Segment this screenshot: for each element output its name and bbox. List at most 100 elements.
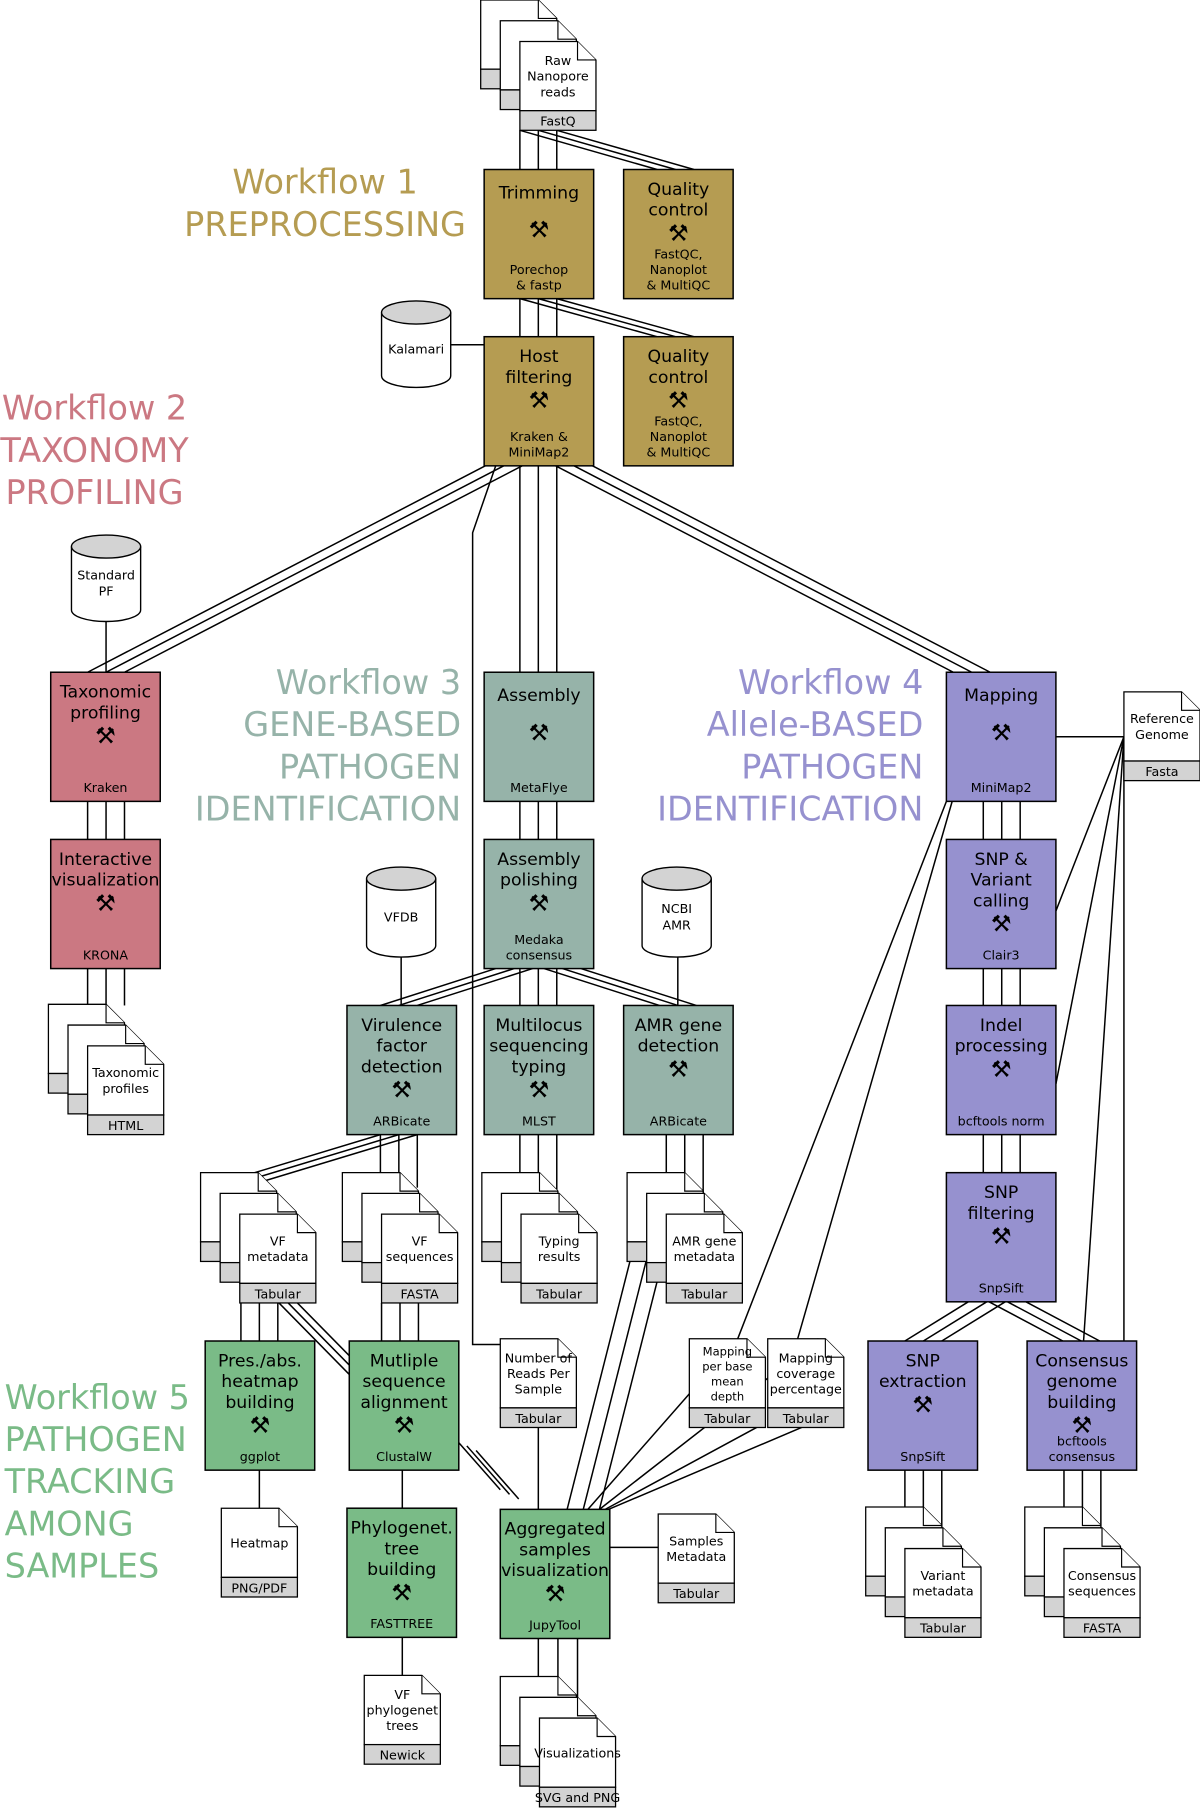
step-title-line: building	[225, 1393, 294, 1413]
step-title-line: filtering	[505, 368, 572, 388]
step-title-line: Mapping	[964, 686, 1038, 706]
document-format: HTML	[108, 1118, 143, 1133]
step-title-line: Quality	[648, 347, 710, 367]
step-assembly: Assembly⚒MetaFlye	[483, 671, 595, 803]
document-label: percentage	[770, 1381, 842, 1396]
document-format: Tabular	[680, 1286, 728, 1301]
document-label: per base	[702, 1359, 752, 1373]
step-tool-line: ggplot	[240, 1449, 280, 1464]
wrench-screwdriver-icon: ⚒	[991, 1057, 1012, 1083]
step-trimming: Trimming⚒Porechop& fastp	[483, 168, 595, 300]
workflow-title-line: AMONG	[5, 1504, 134, 1543]
document-label: Sample	[515, 1381, 563, 1396]
document-label: VF	[270, 1234, 286, 1249]
step-tool-line: & MultiQC	[647, 445, 711, 460]
step-title-line: Mutliple	[370, 1351, 439, 1371]
document-label: sequences	[386, 1249, 454, 1264]
step-tool-line: bcftools	[1057, 1433, 1107, 1448]
document-label: Taxonomic	[91, 1065, 159, 1080]
step-tool-line: FastQC,	[654, 246, 702, 261]
step-title-line: Interactive	[59, 850, 152, 870]
step-title-line: Taxonomic	[59, 683, 151, 703]
document-format: FASTA	[1083, 1621, 1122, 1636]
step-title-line: Aggregated	[505, 1520, 606, 1540]
step-title-line: Pres./abs.	[218, 1351, 302, 1371]
wrench-screwdriver-icon: ⚒	[250, 1413, 271, 1439]
workflow-title-line: GENE-BASED	[243, 705, 461, 744]
step-title-line: typing	[512, 1057, 567, 1077]
step-title-line: Consensus	[1035, 1351, 1128, 1371]
step-consensus-genome-building: Consensusgenomebuilding⚒bcftoolsconsensu…	[1026, 1340, 1138, 1471]
step-title-line: Virulence	[361, 1016, 442, 1036]
step-tool-line: ARBicate	[650, 1113, 707, 1128]
document-label: metadata	[247, 1249, 308, 1264]
step-title-line: Assembly	[497, 686, 580, 706]
workflow-title-wf4: Workflow 4Allele-BASEDPATHOGENIDENTIFICA…	[657, 663, 923, 828]
document-label: trees	[386, 1718, 418, 1733]
step-title-line: profiling	[70, 703, 141, 723]
workflow-title-line: Workflow 5	[5, 1378, 190, 1417]
database-kalamari: Kalamari	[380, 300, 452, 389]
database-label: Standard	[77, 567, 135, 582]
step-title-line: tree	[384, 1539, 419, 1559]
workflow-title-line: PATHOGEN	[741, 747, 923, 786]
step-title-line: Indel	[980, 1016, 1022, 1036]
document-label: Mapping	[779, 1350, 833, 1365]
wrench-screwdriver-icon: ⚒	[668, 1057, 689, 1083]
step-tool-line: Medaka	[514, 932, 563, 947]
document-format: SVG and PNG	[535, 1790, 620, 1805]
workflow-title-line: TAXONOMY	[0, 431, 189, 470]
document-label: AMR gene	[672, 1234, 736, 1249]
document-format: Tabular	[514, 1411, 562, 1426]
step-title-line: heatmap	[221, 1372, 298, 1392]
document-format: FastQ	[540, 114, 575, 129]
database-label: PF	[99, 584, 114, 599]
document-format: PNG/PDF	[231, 1580, 287, 1595]
step-tool-line: MiniMap2	[971, 780, 1032, 795]
document-label: profiles	[102, 1081, 149, 1096]
step-title-line: AMR gene	[635, 1016, 722, 1036]
document-label: metadata	[674, 1249, 735, 1264]
step-title-line: factor	[376, 1037, 428, 1057]
workflow-title-line: IDENTIFICATION	[657, 789, 923, 828]
step-title-line: extraction	[879, 1372, 967, 1392]
step-tool-line: KRONA	[83, 947, 129, 962]
document-format: Newick	[380, 1748, 426, 1763]
step-title-line: Quality	[648, 180, 710, 200]
document-format: Tabular	[782, 1411, 830, 1426]
wrench-screwdriver-icon: ⚒	[991, 1224, 1012, 1250]
step-title-line: processing	[955, 1037, 1048, 1057]
step-tool-line: ARBicate	[373, 1113, 430, 1128]
wrench-screwdriver-icon: ⚒	[668, 221, 689, 247]
database-label: Kalamari	[388, 341, 444, 356]
step-title-line: sequencing	[489, 1037, 588, 1057]
step-title-line: Assembly	[497, 850, 580, 870]
step-tool-line: MLST	[522, 1113, 556, 1128]
document-label: Samples	[669, 1533, 723, 1548]
document-label: VF	[394, 1687, 410, 1702]
wrench-screwdriver-icon: ⚒	[95, 724, 116, 750]
database-label: AMR	[662, 917, 691, 932]
database-label: VFDB	[384, 909, 418, 924]
document-label: Reads Per	[507, 1366, 570, 1381]
document-label: coverage	[776, 1366, 835, 1381]
document-label: phylogenet	[367, 1703, 439, 1718]
step-tool-line: Nanoplot	[650, 429, 707, 444]
step-title-line: control	[648, 368, 708, 388]
